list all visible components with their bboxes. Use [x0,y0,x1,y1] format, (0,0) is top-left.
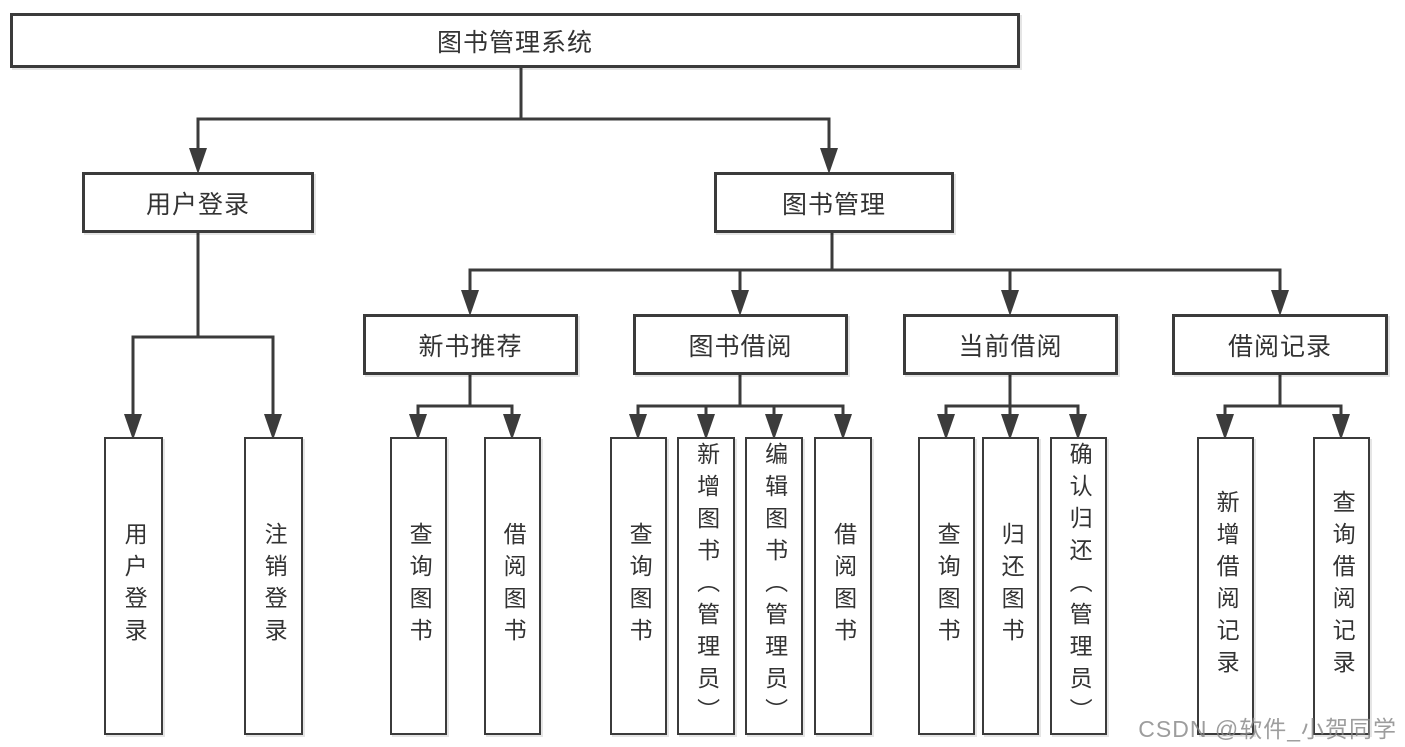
node-label: 新书推荐 [418,332,523,361]
arrowhead [461,290,479,316]
arrowhead [629,414,647,440]
node-library-management-system: 图书管理系统 [10,13,1020,68]
arrowhead [1216,414,1234,440]
leaf-borrow-books-1: 借阅图书 [484,437,541,735]
leaf-edit-book-admin: 编辑图书（管理员） [745,437,803,735]
node-borrow-records: 借阅记录 [1172,314,1388,375]
arrowhead [189,148,207,174]
arrowhead [124,414,142,440]
leaf-user-login: 用户登录 [104,437,163,735]
node-book-management: 图书管理 [714,172,954,233]
arrowhead [697,414,715,440]
connector-root [196,68,831,150]
arrowhead [409,414,427,440]
arrowhead [937,414,955,440]
arrowhead [503,414,521,440]
leaf-query-books-2: 查询图书 [610,437,667,735]
node-label: 新增借阅记录 [1213,490,1240,682]
arrowhead [731,290,749,316]
leaf-return-book: 归还图书 [982,437,1039,735]
leaf-borrow-books-2: 借阅图书 [814,437,872,735]
node-label: 注销登录 [261,522,288,650]
node-label: 当前借阅 [958,332,1063,361]
node-label: 图书管理 [781,190,886,219]
leaf-logout: 注销登录 [244,437,303,735]
node-label: 用户登录 [121,522,148,650]
node-label: 用户登录 [145,190,250,219]
node-label: 确认归还（管理员） [1066,442,1093,730]
node-label: 图书借阅 [688,332,793,361]
node-label: 查询图书 [626,522,653,650]
leaf-query-books-1: 查询图书 [390,437,447,735]
node-label: 查询借阅记录 [1329,490,1356,682]
leaf-query-borrow-record: 查询借阅记录 [1313,437,1370,735]
leaf-add-book-admin: 新增图书（管理员） [677,437,735,735]
node-label: 图书管理系统 [436,28,593,57]
node-label: 借阅记录 [1227,332,1332,361]
leaf-query-books-3: 查询图书 [918,437,975,735]
leaf-confirm-return-admin: 确认归还（管理员） [1050,437,1107,735]
node-new-book-recommend: 新书推荐 [363,314,578,375]
arrowhead [264,414,282,440]
arrowhead [820,148,838,174]
connector-book-management [468,233,1282,292]
node-label: 归还图书 [998,522,1025,650]
arrowhead [834,414,852,440]
node-label: 查询图书 [406,522,433,650]
connector-current-borrowing [944,375,1080,416]
connector-book-borrowing [636,375,845,416]
arrowheads [124,148,1350,440]
connector-new-book [416,375,514,416]
node-label: 新增图书（管理员） [693,442,720,730]
node-user-login: 用户登录 [82,172,314,233]
node-label: 查询图书 [934,522,961,650]
node-label: 借阅图书 [830,522,857,650]
arrowhead [1271,290,1289,316]
connector-user-login [131,233,275,414]
leaf-add-borrow-record: 新增借阅记录 [1197,437,1254,735]
arrowhead [1001,290,1019,316]
connector-borrow-records [1223,375,1343,416]
arrowhead [1001,414,1019,440]
arrowhead [1069,414,1087,440]
arrowhead [1332,414,1350,440]
node-book-borrowing: 图书借阅 [633,314,848,375]
node-current-borrowing: 当前借阅 [903,314,1118,375]
node-label: 编辑图书（管理员） [761,442,788,730]
node-label: 借阅图书 [500,522,527,650]
watermark: CSDN @软件_小贺同学 [1138,716,1397,742]
arrowhead [765,414,783,440]
